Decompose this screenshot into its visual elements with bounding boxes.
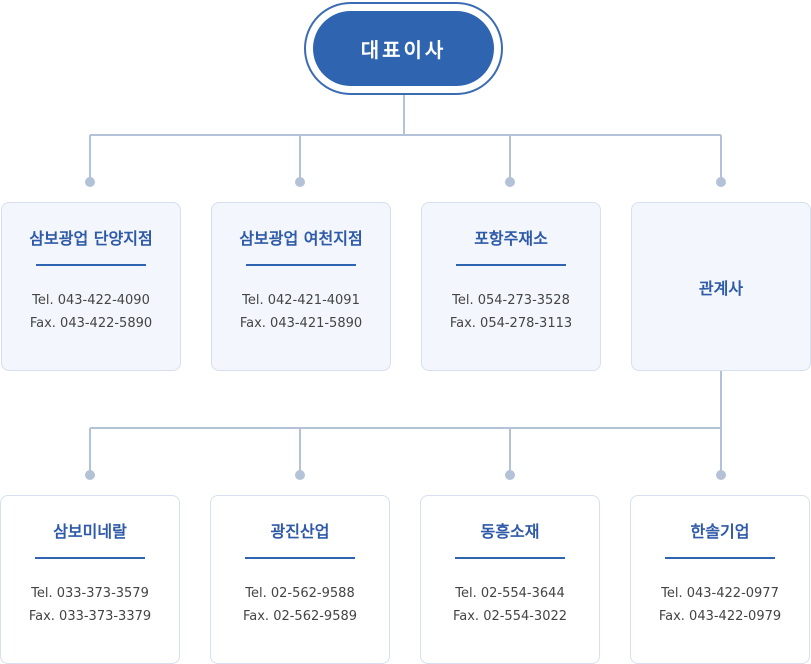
card-title: 한솔기업 <box>690 522 750 541</box>
tel-text: Tel. 02-562-9588 <box>245 586 355 601</box>
tel-text: Tel. 043-422-4090 <box>32 293 150 308</box>
tel-text: Tel. 054-273-3528 <box>452 293 570 308</box>
affiliate-card-hansol: 한솔기업 Tel. 043-422-0977 Fax. 043-422-0979 <box>630 495 810 664</box>
fax-text: Fax. 043-422-0979 <box>658 609 782 624</box>
contact-info: Tel. 042-421-4091 Fax. 043-421-5890 <box>212 289 390 335</box>
fax-text: Fax. 02-554-3022 <box>452 609 568 624</box>
connector-dot <box>505 177 515 187</box>
connector-dot <box>295 177 305 187</box>
contact-info: Tel. 043-422-0977 Fax. 043-422-0979 <box>631 582 809 628</box>
contact-info: Tel. 043-422-4090 Fax. 043-422-5890 <box>2 289 180 335</box>
fax-text: Fax. 033-373-3379 <box>28 609 152 624</box>
title-underline <box>665 557 775 559</box>
connector-dot <box>505 470 515 480</box>
affiliate-card-sambo-mineral: 삼보미네랄 Tel. 033-373-3579 Fax. 033-373-337… <box>0 495 180 664</box>
connector-dot <box>295 470 305 480</box>
card-title: 관계사 <box>698 278 744 298</box>
connector-dot <box>85 470 95 480</box>
connector-dot <box>716 470 726 480</box>
affiliates-group-card: 관계사 <box>631 202 811 371</box>
contact-info: Tel. 054-273-3528 Fax. 054-278-3113 <box>422 289 600 335</box>
fax-text: Fax. 02-562-9589 <box>242 609 358 624</box>
title-underline <box>456 264 566 266</box>
title-underline <box>36 264 146 266</box>
connector-dot <box>716 177 726 187</box>
fax-text: Fax. 054-278-3113 <box>449 316 573 331</box>
fax-text: Fax. 043-422-5890 <box>29 316 153 331</box>
branch-card-yeocheon: 삼보광업 여천지점 Tel. 042-421-4091 Fax. 043-421… <box>211 202 391 371</box>
ceo-node: 대표이사 <box>304 2 503 95</box>
card-title: 삼보광업 단양지점 <box>29 229 153 248</box>
contact-info: Tel. 02-562-9588 Fax. 02-562-9589 <box>211 582 389 628</box>
branch-card-pohang: 포항주재소 Tel. 054-273-3528 Fax. 054-278-311… <box>421 202 601 371</box>
title-underline <box>35 557 145 559</box>
branch-card-danyang: 삼보광업 단양지점 Tel. 043-422-4090 Fax. 043-422… <box>1 202 181 371</box>
contact-info: Tel. 02-554-3644 Fax. 02-554-3022 <box>421 582 599 628</box>
affiliate-card-donghueng: 동흥소재 Tel. 02-554-3644 Fax. 02-554-3022 <box>420 495 600 664</box>
affiliate-card-gwangjin: 광진산업 Tel. 02-562-9588 Fax. 02-562-9589 <box>210 495 390 664</box>
connector-dot <box>85 177 95 187</box>
title-underline <box>245 557 355 559</box>
title-underline <box>455 557 565 559</box>
ceo-node-label: 대표이사 <box>313 11 494 86</box>
tel-text: Tel. 033-373-3579 <box>31 586 149 601</box>
card-title: 포항주재소 <box>474 229 548 248</box>
tel-text: Tel. 042-421-4091 <box>242 293 360 308</box>
card-title: 삼보광업 여천지점 <box>239 229 363 248</box>
tel-text: Tel. 043-422-0977 <box>661 586 779 601</box>
fax-text: Fax. 043-421-5890 <box>239 316 363 331</box>
contact-info: Tel. 033-373-3579 Fax. 033-373-3379 <box>1 582 179 628</box>
card-title: 동흥소재 <box>480 522 540 541</box>
title-underline <box>246 264 356 266</box>
card-title: 삼보미네랄 <box>53 522 127 541</box>
tel-text: Tel. 02-554-3644 <box>455 586 565 601</box>
card-title: 광진산업 <box>270 522 330 541</box>
